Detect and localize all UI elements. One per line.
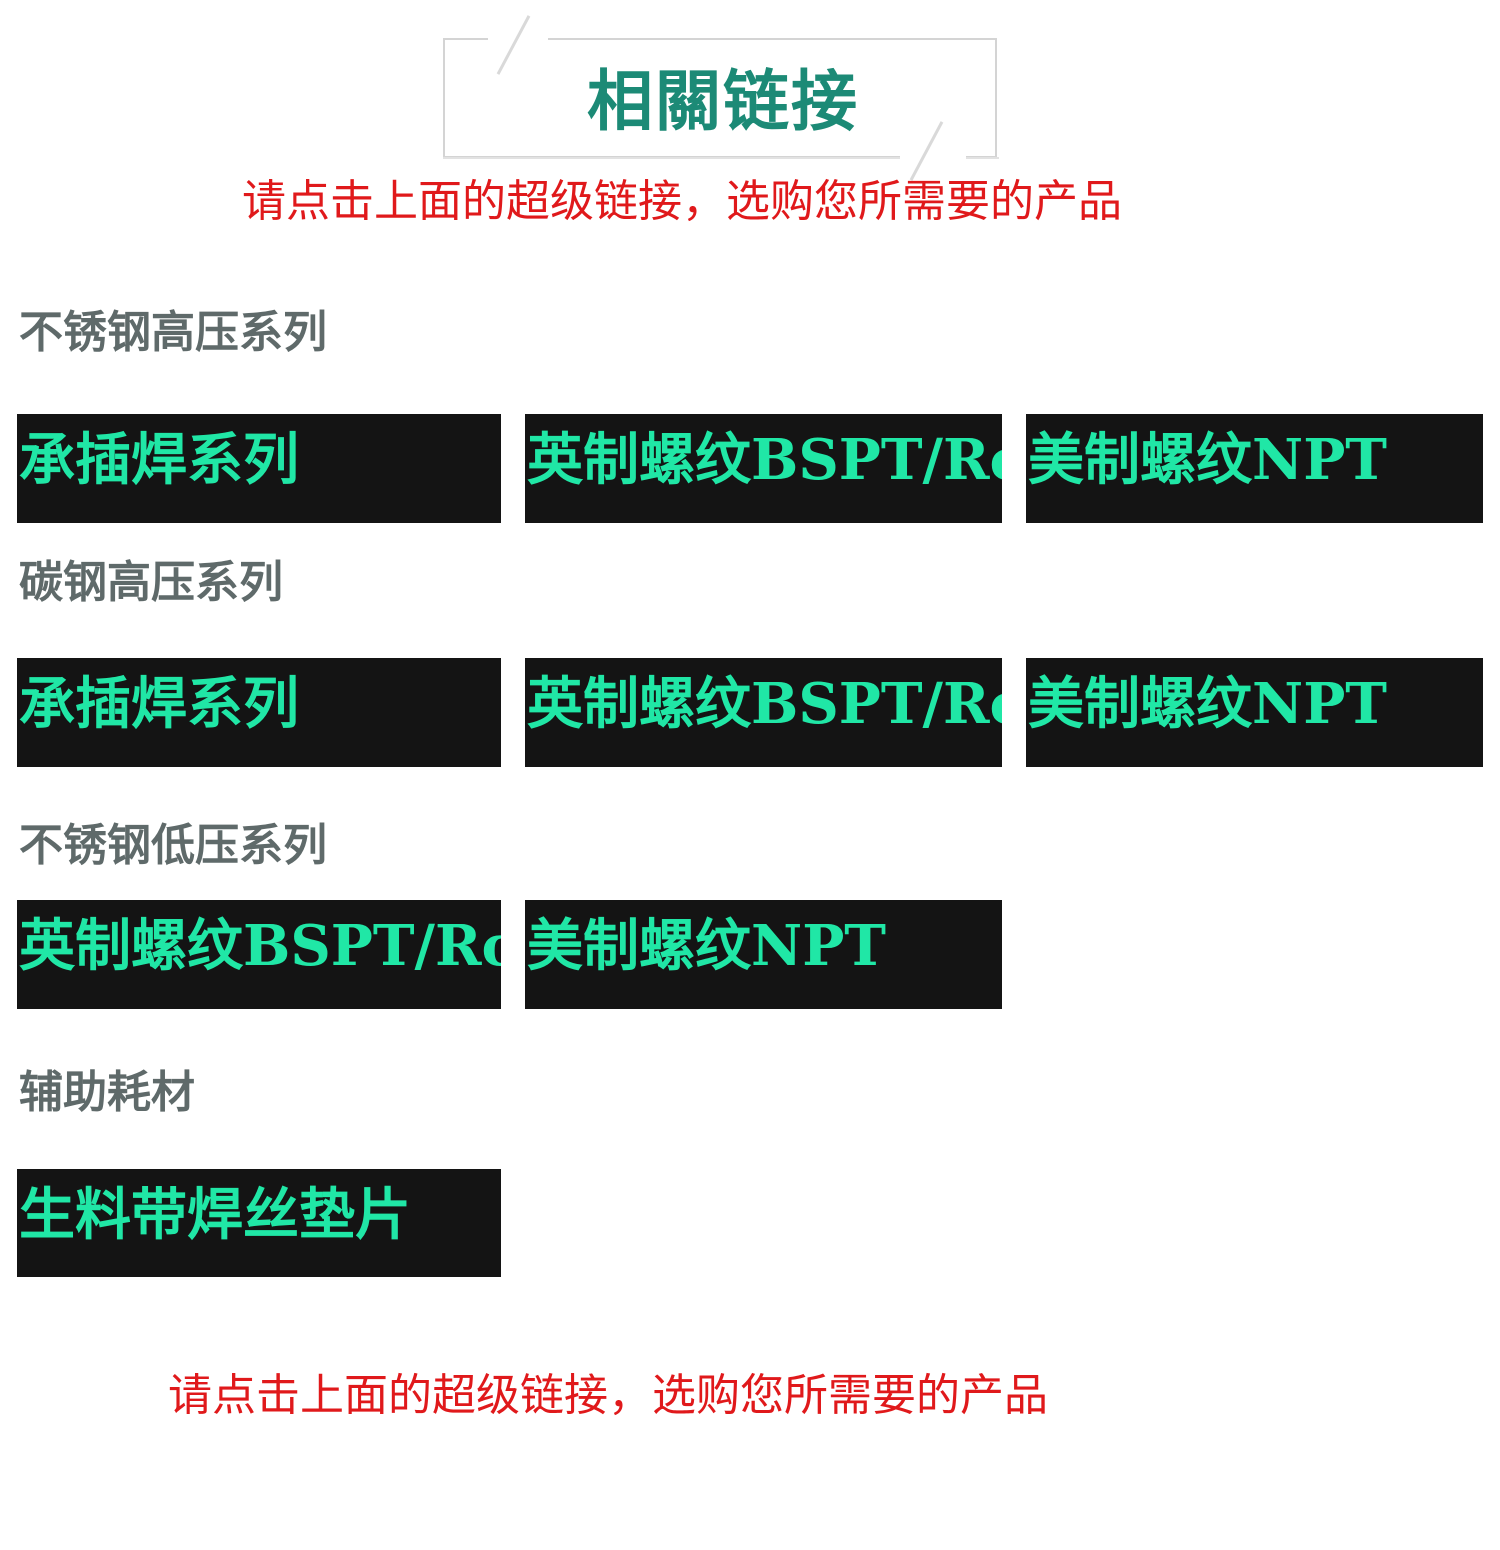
link-stainless-hp-socket-weld[interactable]: 承插焊系列 — [17, 414, 501, 523]
link-stainless-lp-npt[interactable]: 美制螺纹NPT — [525, 900, 1002, 1009]
link-carbon-hp-socket-weld[interactable]: 承插焊系列 — [17, 658, 501, 767]
link-consumables-tape-wire-gasket[interactable]: 生料带焊丝垫片 — [17, 1169, 501, 1277]
link-carbon-hp-bspt[interactable]: 英制螺纹BSPT/Rc — [525, 658, 1002, 767]
title-frame-gap-bottom — [900, 150, 966, 166]
section-heading-stainless-low-pressure: 不锈钢低压系列 — [19, 820, 327, 871]
section-heading-carbon-high-pressure: 碳钢高压系列 — [19, 557, 283, 608]
link-stainless-hp-bspt[interactable]: 英制螺纹BSPT/Rc — [525, 414, 1002, 523]
title-frame-underline — [443, 157, 999, 159]
section-heading-consumables: 辅助耗材 — [19, 1067, 195, 1118]
link-notice-top: 请点击上面的超级链接，选购您所需要的产品 — [242, 176, 1122, 227]
link-carbon-hp-npt[interactable]: 美制螺纹NPT — [1026, 658, 1483, 767]
section-heading-stainless-high-pressure: 不锈钢高压系列 — [19, 307, 327, 358]
link-stainless-lp-bspt[interactable]: 英制螺纹BSPT/Rc — [17, 900, 501, 1009]
link-notice-bottom: 请点击上面的超级链接，选购您所需要的产品 — [168, 1370, 1048, 1421]
link-stainless-hp-npt[interactable]: 美制螺纹NPT — [1026, 414, 1483, 523]
page-title: 相關链接 — [587, 62, 859, 140]
